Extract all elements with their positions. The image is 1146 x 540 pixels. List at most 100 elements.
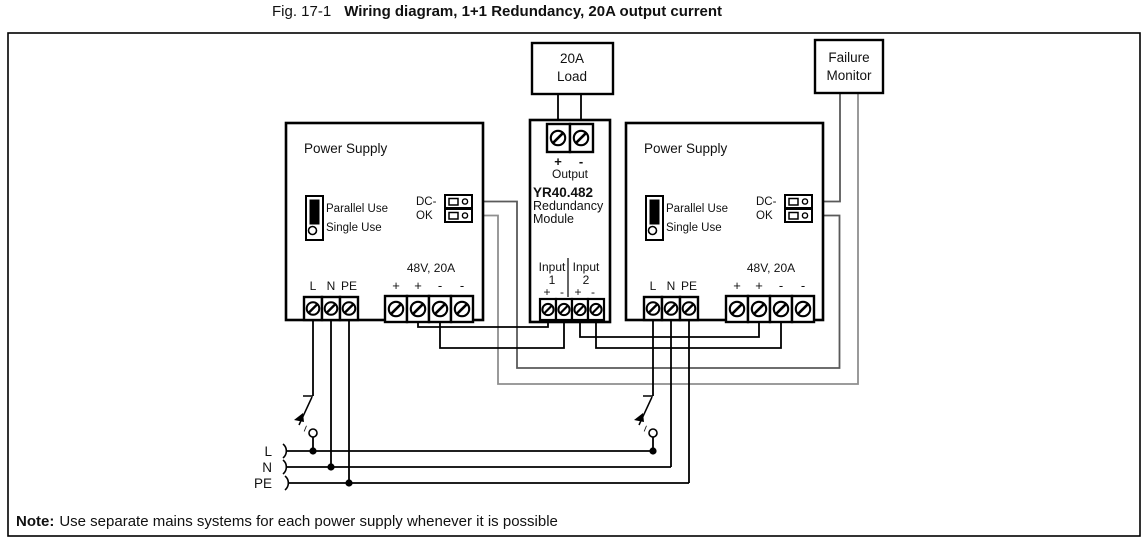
psu-title: Power Supply [644, 141, 728, 156]
dc-ok-label-1: DC- [416, 196, 437, 208]
dc-ok-label-2: OK [756, 210, 773, 222]
switch-arrow-icon [294, 413, 304, 422]
power-supply-right: Power Supply Parallel Use Single Use DC-… [624, 121, 825, 324]
dc-ok-label-2: OK [416, 210, 433, 222]
note-label: Note: [16, 513, 55, 530]
parallel-use-label: Parallel Use [666, 203, 728, 215]
dc-ok-terminal-icon [784, 194, 813, 223]
bus-label-n: N [262, 460, 272, 475]
polarity-plus: + [392, 278, 400, 293]
screw-icon [772, 300, 790, 318]
polarity-minus: - [460, 278, 464, 293]
figure-title: Wiring diagram, 1+1 Redundancy, 20A outp… [344, 3, 723, 20]
note: Note:Use separate mains systems for each… [16, 513, 558, 530]
note-text: Use separate mains systems for each powe… [59, 513, 558, 530]
parallel-use-label: Parallel Use [326, 203, 388, 215]
wire-right-ok-to-left-dc [472, 200, 841, 369]
module-type-line1: Redundancy [533, 199, 604, 213]
failure-monitor-box: Failure Monitor [813, 38, 885, 95]
redundancy-module: + - Output YR40.482 Redundancy Module In… [528, 118, 612, 324]
terminal-label-pe: PE [681, 279, 697, 293]
screw-icon [681, 301, 697, 316]
output-label: Output [552, 167, 589, 181]
diagram-border [7, 32, 1141, 537]
screw-icon [409, 300, 427, 318]
mode-switch-icon [305, 195, 324, 241]
wire-psu2-plus-input2 [579, 318, 760, 338]
junction-n [327, 463, 335, 471]
load-line1: 20A [560, 51, 584, 66]
input2-label: Input [573, 260, 600, 274]
switch-contact [648, 428, 658, 438]
single-use-label: Single Use [666, 222, 722, 234]
connector-arc-n [282, 459, 288, 475]
screw-icon [728, 300, 746, 318]
input1-label: Input [539, 260, 566, 274]
screw-icon [557, 302, 571, 317]
junction-pe [345, 479, 353, 487]
monitor-line1: Failure [828, 50, 869, 65]
screw-icon [541, 302, 555, 317]
screw-icon [794, 300, 812, 318]
mode-switch-icon [645, 195, 664, 241]
power-supply-left: Power Supply Parallel Use Single Use DC-… [284, 121, 485, 324]
output-rating-label: 48V, 20A [747, 261, 795, 275]
connector-arc-l [282, 443, 288, 459]
polarity-plus: + [414, 278, 422, 293]
input1-number: 1 [549, 273, 556, 287]
screw-icon [573, 302, 587, 317]
junction-dots [309, 447, 657, 487]
monitor-line2: Monitor [826, 68, 872, 83]
screw-icon [750, 300, 768, 318]
wire-psu1-minus-input1 [439, 318, 565, 349]
module-name: YR40.482 [533, 185, 593, 200]
output-minus: - [579, 154, 583, 169]
polarity-minus: - [801, 278, 805, 293]
output-rating-label: 48V, 20A [407, 261, 455, 275]
figure-number: Fig. 17-1 [272, 3, 332, 20]
terminal-label-l: L [650, 279, 657, 293]
input2-plus: + [574, 285, 581, 299]
psu-title: Power Supply [304, 141, 388, 156]
single-use-label: Single Use [326, 222, 382, 234]
screw-icon [645, 301, 661, 316]
switch-mark-right: I [642, 424, 648, 434]
polarity-plus: + [755, 278, 763, 293]
screw-icon [431, 300, 449, 318]
screw-icon [663, 301, 679, 316]
power-wiring [286, 94, 782, 484]
figure-caption: Fig. 17-1 Wiring diagram, 1+1 Redundancy,… [272, 3, 722, 20]
output-plus: + [554, 154, 562, 169]
input2-number: 2 [583, 273, 590, 287]
polarity-plus: + [733, 278, 741, 293]
switch-mark-left: I [302, 424, 308, 434]
wire-left-ok-to-monitor [472, 93, 859, 385]
bus-label-pe: PE [254, 476, 272, 491]
mains-switch-right [634, 318, 658, 451]
load-line2: Load [557, 69, 587, 84]
screw-icon [341, 301, 357, 316]
load-box: 20A Load [530, 41, 615, 96]
screw-icon [549, 129, 567, 147]
switch-arrow-icon [634, 413, 644, 422]
dc-ok-terminal-icon [444, 194, 473, 223]
input1-minus: - [560, 285, 564, 299]
screw-icon [572, 129, 590, 147]
input1-plus: + [543, 285, 550, 299]
screw-icon [453, 300, 471, 318]
terminal-label-n: N [667, 279, 676, 293]
dc-ok-label-1: DC- [756, 196, 777, 208]
module-type-line2: Module [533, 212, 574, 226]
connector-arc-pe [284, 475, 290, 491]
screw-icon [323, 301, 339, 316]
bus-label-l: L [264, 444, 272, 459]
input2-minus: - [591, 285, 595, 299]
mains-source-connectors [282, 443, 290, 491]
screw-icon [387, 300, 405, 318]
terminal-label-l: L [310, 279, 317, 293]
screw-icon [589, 302, 603, 317]
screw-icon [305, 301, 321, 316]
terminal-label-pe: PE [341, 279, 357, 293]
